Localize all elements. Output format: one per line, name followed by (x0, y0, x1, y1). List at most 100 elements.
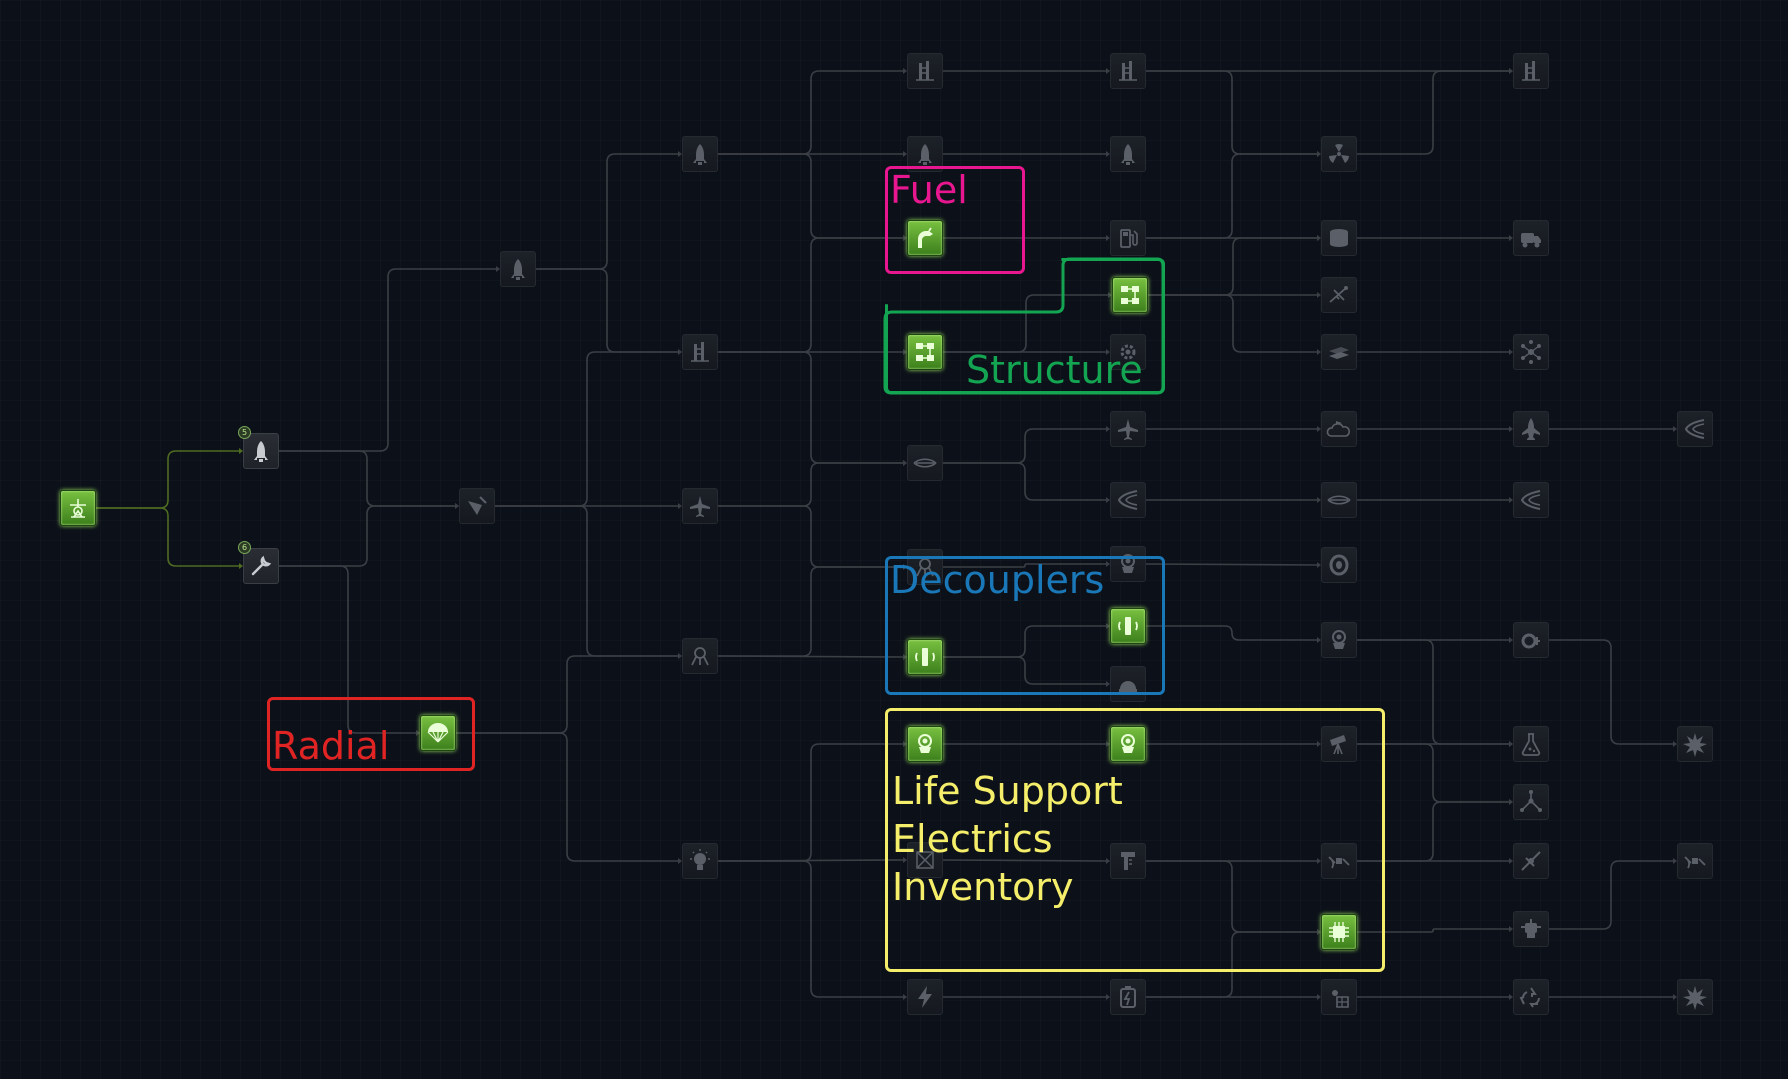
tech-node-supersonic-flight[interactable] (1110, 411, 1146, 447)
link-large-electrics-to-unmanned-tech (1146, 931, 1317, 998)
link-basic-science-to-space-exploration (718, 743, 903, 862)
tech-node-heavier-rocketry[interactable] (1110, 53, 1146, 89)
tech-node-meta-materials[interactable] (1513, 334, 1549, 370)
link-basic-science-to-electrics (718, 860, 903, 998)
tech-node-high-altitude[interactable] (1321, 411, 1357, 447)
tech-node-advanced-rocketry[interactable] (682, 136, 718, 172)
arrowhead-nuclear-propulsion (1317, 151, 1321, 157)
tech-node-large-electrics[interactable] (1110, 979, 1146, 1015)
arrowhead-command-modules (1317, 637, 1321, 643)
arrowhead-electrics (903, 994, 907, 1000)
tech-node-airplane-parts[interactable] (1321, 482, 1357, 518)
tech-node-field-science[interactable] (1513, 784, 1549, 820)
tech-node-adv-landing[interactable] (907, 549, 943, 585)
tech-node-automation[interactable] (1513, 911, 1549, 947)
tech-node-adv-fuel-systems[interactable] (1110, 220, 1146, 256)
tech-node-experimental-motors[interactable] (1677, 726, 1713, 762)
arrowhead-solar (1317, 994, 1321, 1000)
tech-node-solar[interactable] (1321, 979, 1357, 1015)
link-general-rocketry-to-general-construction (536, 268, 678, 353)
tech-node-general-rocketry[interactable] (500, 251, 536, 287)
arrowhead-flight-control-2 (1106, 561, 1110, 567)
capsule-icon (912, 731, 938, 757)
arrowhead-fuel-systems (903, 235, 907, 241)
tech-node-hypersonic-flight[interactable] (1513, 482, 1549, 518)
dome-icon (1115, 671, 1141, 697)
tech-node-electrics[interactable] (907, 979, 943, 1015)
arrowhead-airplane-parts (1317, 497, 1321, 503)
tech-node-aerospace-tech[interactable] (1513, 411, 1549, 447)
molecule-icon (1518, 339, 1544, 365)
arrowhead-precision-engineering (1317, 292, 1321, 298)
tech-node-specialized-electrics[interactable] (1513, 979, 1549, 1015)
link-basic-rocketry-to-stability (279, 450, 455, 507)
tech-node-landing-gear[interactable] (1321, 547, 1357, 583)
wing-icon (1326, 487, 1352, 513)
arrowhead-adv-exploration-2 (1106, 741, 1110, 747)
tech-node-flight-control-2[interactable] (1110, 546, 1146, 582)
tech-node-aerodynamics[interactable] (907, 445, 943, 481)
capsule-icon (1115, 731, 1141, 757)
tech-node-electronics[interactable] (1321, 843, 1357, 879)
tech-node-unmanned-tech[interactable] (1321, 914, 1357, 950)
link-specialized-construction-to-fuel-tank-large (1148, 237, 1317, 296)
tech-node-basic-rocketry[interactable]: 5 (238, 426, 279, 469)
tech-node-start[interactable] (60, 490, 96, 526)
tech-node-precision-propulsion[interactable] (1110, 136, 1146, 172)
tech-node-experimental-aerodynamics[interactable] (1677, 411, 1713, 447)
decouplers-annotation-label: Decouplers (890, 558, 1105, 602)
tech-node-experimental-propulsion[interactable] (1677, 979, 1713, 1015)
tech-node-aviation[interactable] (682, 488, 718, 524)
tech-node-science-tech[interactable] (1321, 726, 1357, 762)
link-aerodynamics-to-hypersonic-intake (943, 462, 1106, 501)
arrowhead-meta-materials (1509, 349, 1513, 355)
nodes-icon (1518, 789, 1544, 815)
tech-node-very-heavy-rocketry[interactable] (1513, 53, 1549, 89)
arrowhead-propulsion-systems (903, 151, 907, 157)
tech-node-advanced-unmanned[interactable] (1513, 843, 1549, 879)
tech-node-experimental-science[interactable] (1513, 726, 1549, 762)
tech-node-heavy-transport[interactable] (1513, 220, 1549, 256)
link-aviation-to-adv-landing (718, 505, 903, 568)
fuel-pump-icon (1115, 225, 1141, 251)
tech-node-composites[interactable] (1321, 334, 1357, 370)
arrowhead-aerodynamics (903, 460, 907, 466)
recycle-icon (1518, 984, 1544, 1010)
arrowhead-precision-propulsion (1106, 151, 1110, 157)
life-support-annotation-box (885, 708, 1385, 972)
tech-node-survivability[interactable] (420, 715, 456, 751)
tech-node-command-modules[interactable] (1321, 622, 1357, 658)
tech-node-precision-engineering[interactable] (1321, 277, 1357, 313)
truck-icon (1518, 225, 1544, 251)
tech-node-specialized-control[interactable] (1110, 608, 1146, 644)
tech-node-adv-flight-control[interactable] (907, 639, 943, 675)
link-aerodynamics-to-supersonic-flight (943, 428, 1106, 464)
tech-node-heavy-rocketry[interactable] (907, 53, 943, 89)
burst-icon (1682, 731, 1708, 757)
tech-node-adv-exploration-2[interactable] (1110, 726, 1146, 762)
tech-node-stability[interactable] (459, 488, 495, 524)
tech-node-fuel-systems[interactable] (907, 220, 943, 256)
tech-node-adv-electrics[interactable] (1110, 843, 1146, 879)
tech-node-engineering-101[interactable]: 6 (238, 541, 279, 584)
tech-node-hidden-probe[interactable] (907, 842, 943, 878)
tech-node-basic-science[interactable] (682, 843, 718, 879)
link-specialized-control-to-command-modules (1146, 625, 1317, 641)
tech-node-hypersonic-intake[interactable] (1110, 482, 1146, 518)
radial-annotation-label: Radial (272, 724, 390, 768)
link-start-to-engineering-101 (96, 507, 239, 567)
parachute-icon (425, 720, 451, 746)
tech-node-space-exploration[interactable] (907, 726, 943, 762)
tech-node-experimental-electrics[interactable] (1677, 843, 1713, 879)
structure-annotation-label: Structure (966, 348, 1143, 392)
tech-node-general-construction[interactable] (682, 334, 718, 370)
tech-node-nuclear-propulsion[interactable] (1321, 136, 1357, 172)
tech-node-landing[interactable] (682, 638, 718, 674)
tech-node-advanced-landing-gear[interactable] (1513, 622, 1549, 658)
arrowhead-specialized-control (1106, 623, 1110, 629)
tech-node-adv-exploration[interactable] (1110, 666, 1146, 702)
arrowhead-landing-gear (1317, 562, 1321, 568)
link-heavier-rocketry-to-nuclear-propulsion (1146, 70, 1317, 155)
tech-node-fuel-tank-large[interactable] (1321, 220, 1357, 256)
